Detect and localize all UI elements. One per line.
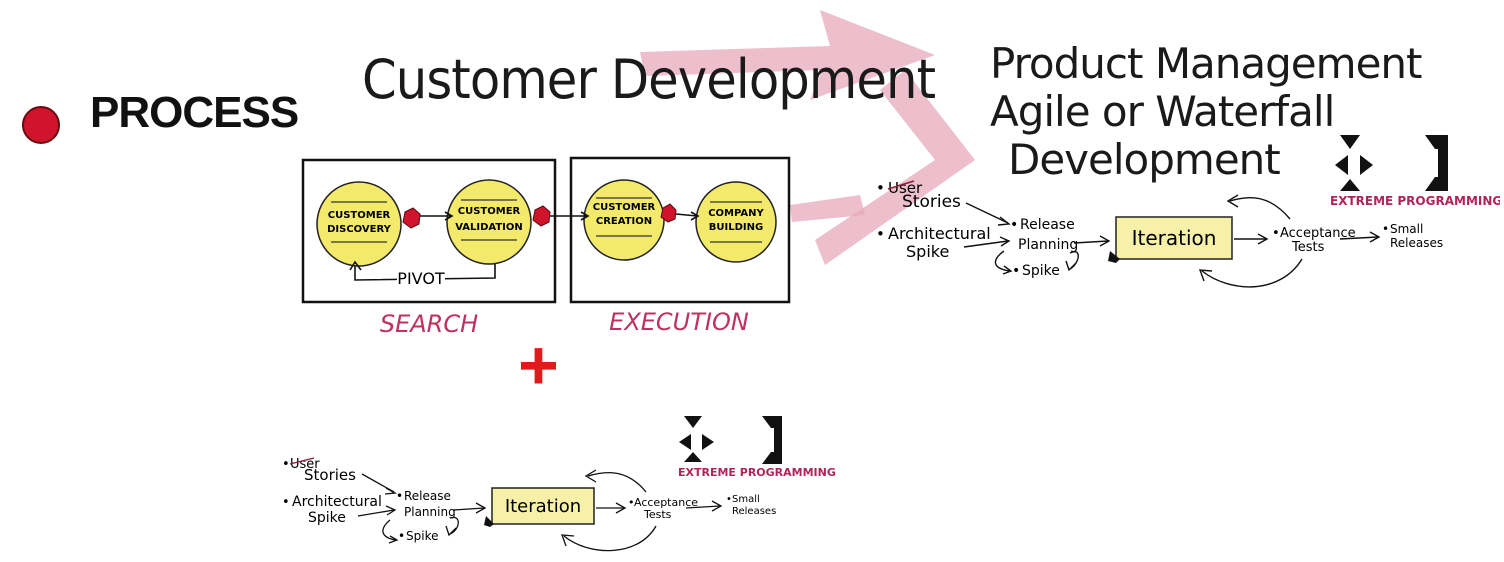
xp-logo-bottom-icon [679,416,782,464]
xp-logo-icon [1335,135,1448,191]
xp-bottom-tests: Tests [643,508,672,521]
xp-top-iteration-box [1115,216,1233,260]
xp-bottom-acceptance: Acceptance [634,496,698,509]
stage-2-line1: CUSTOMER [458,206,521,217]
xp-label-bottom: EXTREME PROGRAMMING [678,466,836,479]
xp-bottom-user: User [290,457,320,472]
pink-arrow-tail [790,195,865,222]
xp-bottom-stories: Stories [304,466,356,484]
stage-4-line2: BUILDING [709,222,763,233]
svg-text:•: • [282,457,290,472]
customer-development-title: Customer Development [362,48,936,111]
xp-diagram-top: EXTREME PROGRAMMING • User Stories • Arc… [876,135,1500,288]
search-box [301,158,557,304]
customer-development-diagram: CUSTOMER DISCOVERY CUSTOMER VALIDATION C… [301,156,791,338]
xp-top-releases: Releases [1390,236,1443,250]
xp-bottom-iteration-box [491,487,595,525]
xp-bottom-small: Small [732,494,760,505]
stage-circle-validation [446,179,532,265]
stage-3-line1: CUSTOMER [593,202,656,213]
execution-label: EXECUTION [609,308,749,336]
xp-top-spike: Spike [906,242,949,261]
xp-top-release: Release [1020,217,1075,233]
pink-arrow-zigzag [815,70,975,265]
svg-text:•: • [1010,217,1018,233]
xp-top-architectural: Architectural [888,224,991,243]
pink-arrow-head-top [640,10,935,100]
xp-top-stories: Stories [902,192,961,212]
svg-text:•: • [726,494,732,505]
xp-bottom-iteration: Iteration [505,496,581,517]
svg-text:•: • [1272,226,1280,241]
xp-bottom-spike2: Spike [406,529,438,543]
pm-title-line1: Product Management [990,39,1422,88]
stage-4-line1: COMPANY [708,208,764,219]
connector-hex-3-icon [660,203,677,223]
arrow-creation-building [675,213,698,217]
connector-hex-2-icon [532,205,551,227]
stage-2-line2: VALIDATION [455,222,523,233]
xp-bottom-release: Release [404,489,451,503]
xp-top-iteration: Iteration [1132,226,1217,250]
xp-label-top: EXTREME PROGRAMMING [1330,194,1500,208]
svg-text:•: • [876,225,885,243]
section-label: PROCESS [90,88,299,137]
stage-1-line1: CUSTOMER [328,210,391,221]
xp-diagram-bottom: EXTREME PROGRAMMING • User Stories • Arc… [282,416,836,552]
svg-text:•: • [398,529,405,543]
product-management-title: Product Management Agile or Waterfall De… [990,40,1422,184]
xp-bottom-architectural: Architectural [292,494,382,510]
xp-bottom-releases: Releases [732,506,776,517]
pm-title-line2: Agile or Waterfall [990,87,1335,136]
svg-text:•: • [282,495,290,510]
xp-bottom-spike: Spike [308,510,346,526]
svg-text:•: • [1012,263,1020,279]
stage-1-line2: DISCOVERY [327,224,392,235]
pm-title-line3: Development [1008,135,1281,184]
svg-text:•: • [1382,222,1389,236]
connector-hex-1-icon [402,207,421,229]
xp-top-small: Small [1390,222,1423,236]
xp-top-acceptance: Acceptance [1280,226,1356,241]
svg-text:•: • [876,179,885,197]
stage-3-line2: CREATION [596,216,652,227]
xp-bottom-planning: Planning [404,505,456,519]
execution-box [569,156,791,304]
pivot-label: PIVOT [397,269,445,288]
xp-top-user: User [888,179,923,197]
xp-top-tests: Tests [1291,240,1325,255]
svg-text:•: • [396,489,403,503]
process-bullet-icon [22,106,60,144]
xp-top-spike2: Spike [1022,263,1060,279]
plus-icon: + [518,326,559,404]
xp-top-planning: Planning [1018,237,1078,253]
search-label: SEARCH [380,310,478,338]
stage-circle-creation [583,179,665,261]
svg-text:•: • [628,496,635,509]
